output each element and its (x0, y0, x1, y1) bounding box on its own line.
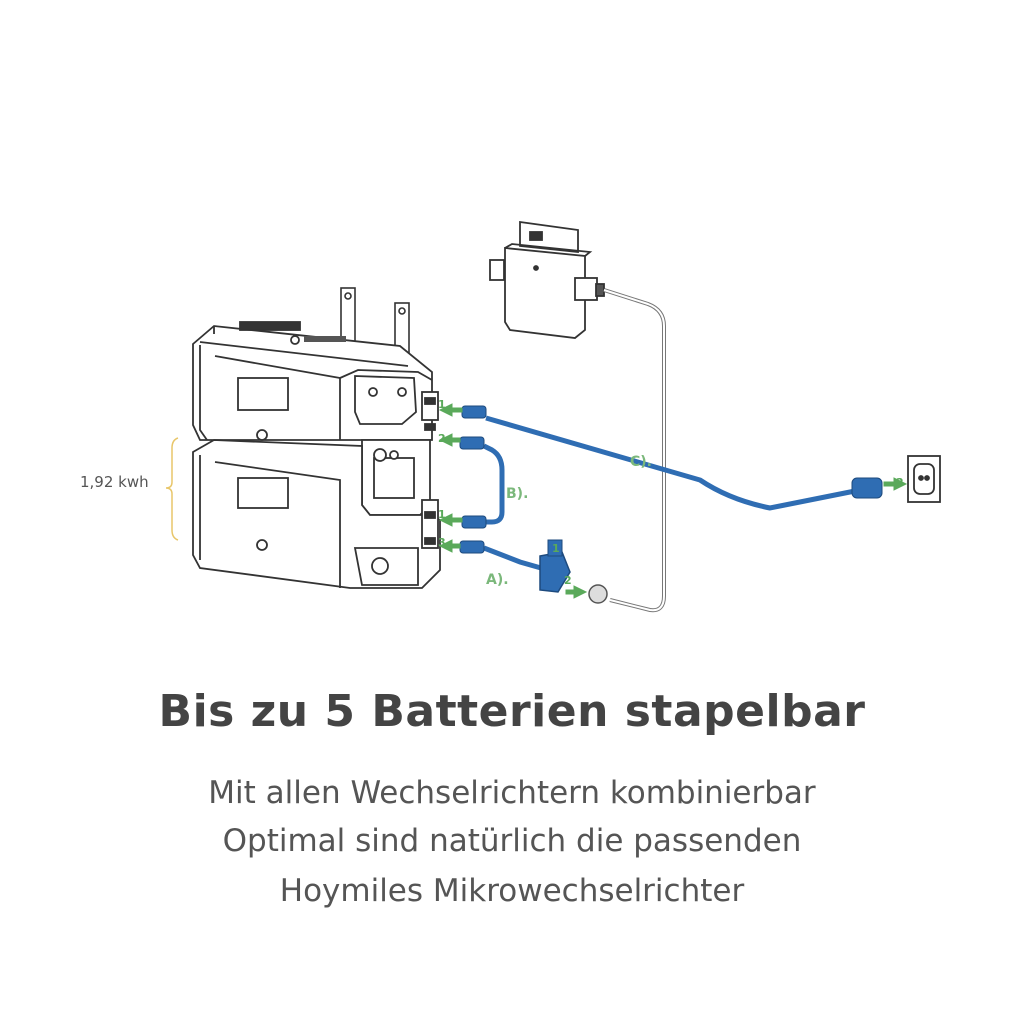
wall-bracket (340, 287, 410, 364)
headline: Bis zu 5 Batterien stapelbar (158, 686, 866, 737)
battery-unit-lower (192, 439, 441, 589)
cable-b (482, 443, 505, 525)
cable-c (485, 415, 861, 511)
port-number: 1 (438, 508, 446, 521)
port-number: 3 (438, 536, 446, 549)
inverter-plug (588, 584, 608, 604)
battery-stack-connector (361, 439, 431, 516)
connection-arrows (438, 403, 908, 599)
plug-c (851, 477, 883, 499)
cable-a (483, 545, 549, 573)
wall-outlet (907, 455, 941, 503)
capacity-bracket (165, 437, 179, 541)
plug-number: 2 (896, 476, 904, 489)
battery-connection-diagram: 1 2 1 3 1 2 2 A). B). C). (165, 220, 941, 613)
plug-number: 1 (552, 542, 560, 555)
cable-connectors (459, 405, 487, 554)
inverter-ac-cable (603, 288, 666, 613)
y-adapter (539, 539, 571, 593)
capacity-label: 1,92 kwh (80, 473, 149, 491)
battery-unit-upper (192, 321, 439, 441)
subtitle-line-3: Hoymiles Mikrowechselrichter (279, 873, 745, 909)
cable-label-a: A). (486, 572, 509, 588)
port-number: 2 (438, 432, 446, 445)
port-number: 1 (438, 398, 446, 411)
cable-label-b: B). (506, 486, 528, 502)
micro-inverter (489, 220, 605, 339)
subtitle-line-1: Mit allen Wechselrichtern kombinierbar (208, 775, 816, 811)
cable-label-c: C). (630, 454, 652, 470)
subtitle-line-2: Optimal sind natürlich die passenden (222, 823, 802, 859)
plug-number: 2 (564, 574, 572, 587)
